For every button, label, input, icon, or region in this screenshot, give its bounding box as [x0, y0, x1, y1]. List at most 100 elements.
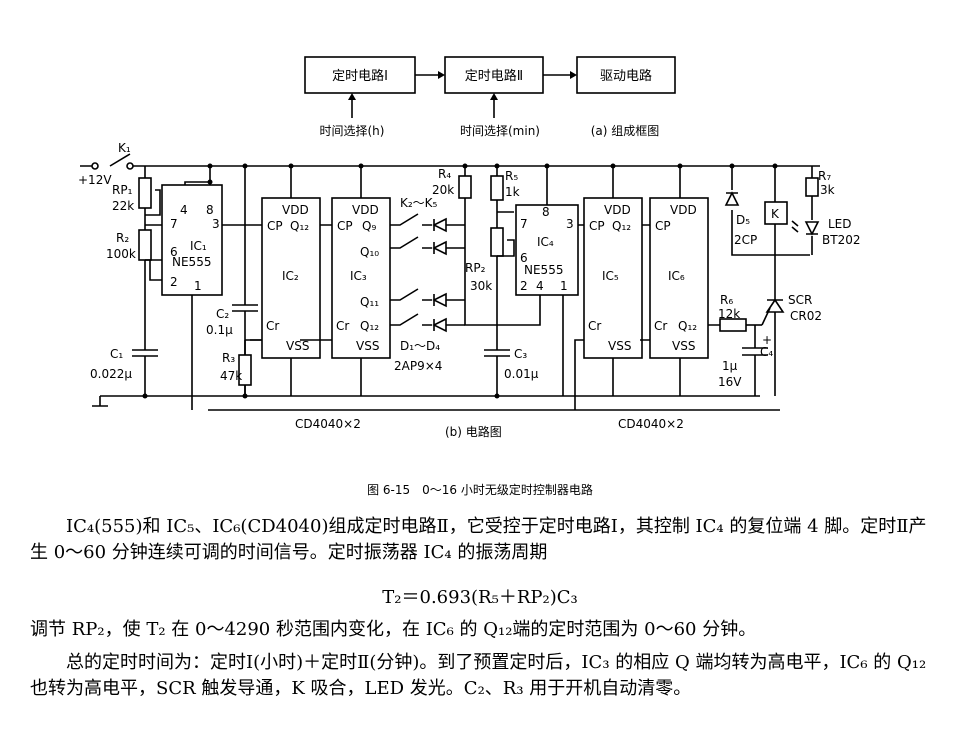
ic3-cr: Cr — [336, 319, 349, 333]
ic5-cp: CP — [589, 219, 605, 233]
block-diagram: 定时电路Ⅰ 定时电路Ⅱ 驱动电路 时间选择(h) 时间选择(min) (a) 组… — [304, 56, 676, 138]
relay-k — [764, 201, 788, 225]
ic4-label: IC₄ — [537, 235, 554, 249]
ic3-label: IC₃ — [350, 269, 367, 283]
ic6-vdd: VDD — [670, 203, 697, 217]
led-value: BT202 — [822, 233, 860, 247]
c2-label: C₂ — [216, 307, 229, 321]
ic1-pin6: 6 — [170, 245, 178, 259]
ic4-pin7: 7 — [520, 217, 528, 231]
r5-label: R₅ — [505, 169, 518, 183]
scr-value: CR02 — [790, 309, 822, 323]
d1d4-label: D₁～D₄ — [400, 339, 440, 353]
block-driver-label: 驱动电路 — [600, 68, 652, 84]
ic1-pin8: 8 — [206, 203, 214, 217]
d5-label: D₅ — [736, 213, 750, 227]
r4-label: R₄ — [438, 167, 451, 181]
ic1-pin4: 4 — [180, 203, 188, 217]
circuit-figure: 定时电路Ⅰ 定时电路Ⅱ 驱动电路 时间选择(h) 时间选择(min) (a) 组… — [78, 56, 860, 497]
ic3-vdd: VDD — [352, 203, 379, 217]
block-timer2-label: 定时电路Ⅱ — [465, 68, 523, 84]
paragraph-1: IC₄(555)和 IC₅、IC₆(CD4040)组成定时电路Ⅱ，它受控于定时电… — [30, 516, 927, 563]
d1d4-value: 2AP9×4 — [394, 359, 442, 373]
rp2-value: 30k — [470, 279, 492, 293]
ic4-pin8: 8 — [542, 205, 550, 219]
ic6-q12: Q₁₂ — [678, 319, 697, 333]
ic5-q12: Q₁₂ — [612, 219, 631, 233]
r7-label: R₇ — [818, 169, 831, 183]
circuit-diagram: K₁ +12V IC₁ NE555 4 8 7 3 6 2 1 RP₁ 22k … — [78, 141, 860, 439]
ic3-q12: Q₁₂ — [360, 319, 379, 333]
ic1-pin1: 1 — [194, 279, 202, 293]
c4-label: C₄ — [760, 345, 773, 359]
rp1-value: 22k — [112, 199, 134, 213]
relay-k-label: K — [771, 207, 780, 221]
led-label: LED — [828, 217, 852, 231]
block-driver — [576, 56, 676, 94]
caption-a: (a) 组成框图 — [591, 124, 660, 138]
r3-value: 47k — [220, 369, 242, 383]
r7-value: 3k — [820, 183, 835, 197]
c4-plus: + — [762, 333, 772, 347]
d5-value: 2CP — [734, 233, 757, 247]
block-timer2 — [444, 56, 544, 94]
caption-b: (b) 电路图 — [445, 424, 502, 439]
cd4040-label-1: CD4040×2 — [295, 417, 361, 431]
ic4-pin4: 4 — [536, 279, 544, 293]
r2-value: 100k — [106, 247, 136, 261]
ic3-q10: Q₁₀ — [360, 245, 379, 259]
scr-label: SCR — [788, 293, 812, 307]
time-select-min: 时间选择(min) — [460, 124, 540, 138]
c2-value: 0.1μ — [206, 323, 233, 337]
ic6-label: IC₆ — [668, 269, 685, 283]
block-timer1-label: 定时电路Ⅰ — [332, 68, 388, 84]
ic4-pin3: 3 — [566, 217, 574, 231]
ic4-chip — [515, 204, 579, 296]
r2-label: R₂ — [116, 231, 129, 245]
c3-value: 0.01μ — [504, 367, 539, 381]
r6-value: 12k — [718, 307, 740, 321]
paragraph-3: 总的定时时间为：定时Ⅰ(小时)＋定时Ⅱ(分钟)。到了预置定时后，IC₃ 的相应 … — [30, 652, 927, 699]
ic4-pin2: 2 — [520, 279, 528, 293]
ic4-pin1: 1 — [560, 279, 568, 293]
figure-caption: 图 6-15 0～16 小时无级定时控制器电路 — [367, 482, 593, 497]
k2k5-label: K₂～K₅ — [400, 196, 438, 210]
ic5-label: IC₅ — [602, 269, 619, 283]
paragraph-2: 调节 RP₂，使 T₂ 在 0～4290 秒范围内变化，在 IC₆ 的 Q₁₂端… — [30, 619, 757, 640]
ic3-cp: CP — [337, 219, 353, 233]
ic5-vdd: VDD — [604, 203, 631, 217]
r5-value: 1k — [505, 185, 520, 199]
ic6-cr: Cr — [654, 319, 667, 333]
ic1-pin7: 7 — [170, 217, 178, 231]
c1-label: C₁ — [110, 347, 123, 361]
switch-diode-array: K₂～K₅ R₄ 20k D₁～D₄ 2AP9×4 — [390, 166, 541, 373]
r3-label: R₃ — [222, 351, 235, 365]
ic1-chip — [161, 184, 223, 296]
r4-value: 20k — [432, 183, 454, 197]
rp1-label: RP₁ — [112, 183, 133, 197]
c3-label: C₃ — [514, 347, 527, 361]
ic5-vss: VSS — [608, 339, 631, 353]
ic6-chip — [649, 197, 709, 359]
equation: T₂＝0.693(R₅＋RP₂)C₃ — [382, 587, 578, 608]
ic5-chip — [583, 197, 643, 359]
r6-label: R₆ — [720, 293, 733, 307]
ic2-q12: Q₁₂ — [290, 219, 309, 233]
ic3-q11: Q₁₁ — [360, 295, 379, 309]
c1-value: 0.022μ — [90, 367, 132, 381]
ic2-vdd: VDD — [282, 203, 309, 217]
ic2-vss: VSS — [286, 339, 309, 353]
block-timer1 — [304, 56, 416, 94]
c4-value2: 16V — [718, 375, 742, 389]
ic1-type: NE555 — [172, 255, 211, 269]
ic3-q9: Q₉ — [362, 219, 376, 233]
ic6-vss: VSS — [672, 339, 695, 353]
cd4040-label-2: CD4040×2 — [618, 417, 684, 431]
ic6-cp: CP — [655, 219, 671, 233]
ic1-pin2: 2 — [170, 275, 178, 289]
ic5-cr: Cr — [588, 319, 601, 333]
ic2-cr: Cr — [266, 319, 279, 333]
ic3-vss: VSS — [356, 339, 379, 353]
ic1-label: IC₁ — [190, 239, 207, 253]
time-select-h: 时间选择(h) — [320, 124, 385, 138]
